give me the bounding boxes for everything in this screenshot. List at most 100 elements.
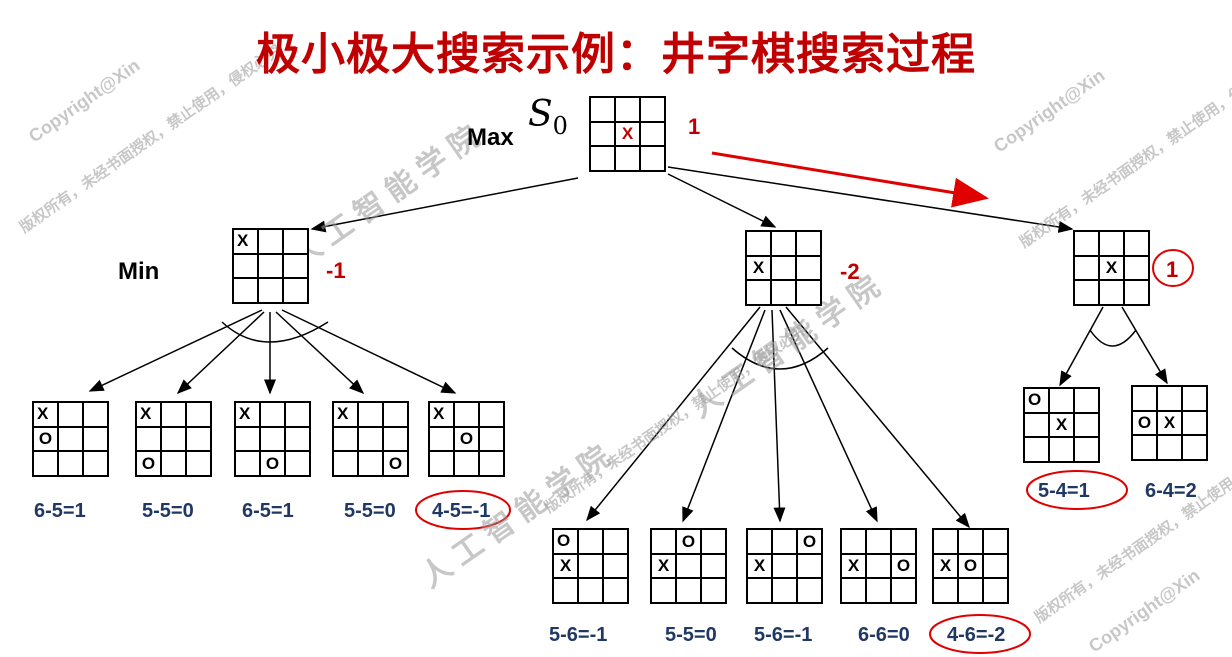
- board-cell: [771, 280, 796, 305]
- board-cell: [866, 553, 891, 579]
- board-cell: [479, 451, 504, 476]
- board-cell: [83, 451, 108, 476]
- board-root: X: [589, 96, 666, 172]
- edge-middle-m2: [682, 309, 766, 523]
- board-cell: [358, 451, 383, 476]
- board-cell: X: [1099, 255, 1124, 281]
- score-r1: 5-4=1: [1038, 480, 1090, 502]
- board-cell: [958, 529, 983, 554]
- edge-left-l4: [275, 311, 365, 395]
- root-state-label: S0: [528, 94, 568, 141]
- board-cell: O: [891, 553, 916, 579]
- edge-left-l5: [281, 309, 457, 394]
- board-cell: [1074, 280, 1099, 305]
- board-cell: [260, 402, 285, 427]
- score-m5: 4-6=-2: [947, 624, 1006, 646]
- value-left: -1: [326, 258, 346, 283]
- board-cell: [1157, 386, 1182, 411]
- board-cell: [590, 97, 615, 122]
- board-cell: [651, 578, 676, 603]
- board-cell: [676, 578, 701, 603]
- board-cell: X: [33, 402, 58, 427]
- board-cell: [1132, 435, 1157, 460]
- max-label: Max: [467, 124, 514, 151]
- score-l3: 6-5=1: [242, 500, 294, 522]
- board-cell: [186, 402, 211, 427]
- board-cell: [772, 578, 797, 603]
- board-cell: [933, 578, 958, 603]
- board-cell: [796, 255, 821, 281]
- board-cell: O: [1132, 410, 1157, 436]
- score-l2: 5-5=0: [142, 500, 194, 522]
- board-cell: O: [136, 451, 161, 476]
- edge-root-middle: [667, 173, 777, 228]
- edge-middle-m1: [586, 306, 761, 522]
- min-arc-middle: [731, 347, 829, 370]
- edge-middle-m4: [779, 309, 878, 523]
- board-cell: [1124, 231, 1149, 256]
- board-cell: [429, 451, 454, 476]
- board-cell: [33, 451, 58, 476]
- board-cell: [83, 426, 108, 452]
- board-cell: [1074, 412, 1099, 438]
- board-cell: [1182, 386, 1207, 411]
- board-cell: O: [958, 553, 983, 579]
- board-cell: [186, 426, 211, 452]
- board-cell: [1074, 437, 1099, 462]
- board-cell: [640, 121, 665, 147]
- board-cell: [258, 278, 283, 303]
- score-r2: 6-4=2: [1145, 480, 1197, 502]
- board-cell: [553, 578, 578, 603]
- min-arc-left: [221, 321, 329, 343]
- board-cell: [161, 451, 186, 476]
- board-cell: [285, 426, 310, 452]
- edge-left-l1: [88, 309, 263, 392]
- board-cell: [578, 529, 603, 554]
- board-cell: [841, 529, 866, 554]
- board-cell: [603, 553, 628, 579]
- board-cell: [161, 426, 186, 452]
- board-cell: [866, 578, 891, 603]
- board-cell: [891, 578, 916, 603]
- board-cell: [746, 231, 771, 256]
- board-cell: [1099, 231, 1124, 256]
- board-cell: [747, 578, 772, 603]
- board-cell: [841, 578, 866, 603]
- board-left: X: [232, 228, 309, 304]
- board-cell: [454, 402, 479, 427]
- board-cell: [1049, 437, 1074, 462]
- score-m1: 5-6=-1: [549, 624, 608, 646]
- board-cell: O: [33, 426, 58, 452]
- board-cell: [479, 426, 504, 452]
- board-cell: [590, 146, 615, 171]
- board-cell: [136, 426, 161, 452]
- board-cell: [772, 529, 797, 554]
- board-cell: [333, 451, 358, 476]
- board-cell: X: [136, 402, 161, 427]
- board-cell: X: [1049, 412, 1074, 438]
- edge-middle-m3: [771, 309, 786, 523]
- board-cell: O: [797, 529, 822, 554]
- board-cell: [1049, 388, 1074, 413]
- circle-score-m5: [929, 614, 1031, 654]
- board-cell: X: [841, 553, 866, 579]
- min-label: Min: [118, 258, 160, 285]
- value-right: 1: [1166, 257, 1179, 282]
- board-cell: X: [553, 553, 578, 579]
- board-cell: [891, 529, 916, 554]
- board-cell: [1074, 255, 1099, 281]
- board-cell: [958, 578, 983, 603]
- board-cell: [1074, 388, 1099, 413]
- board-cell: [83, 402, 108, 427]
- board-cell: [1024, 412, 1049, 438]
- min-arc-right: [1089, 329, 1137, 347]
